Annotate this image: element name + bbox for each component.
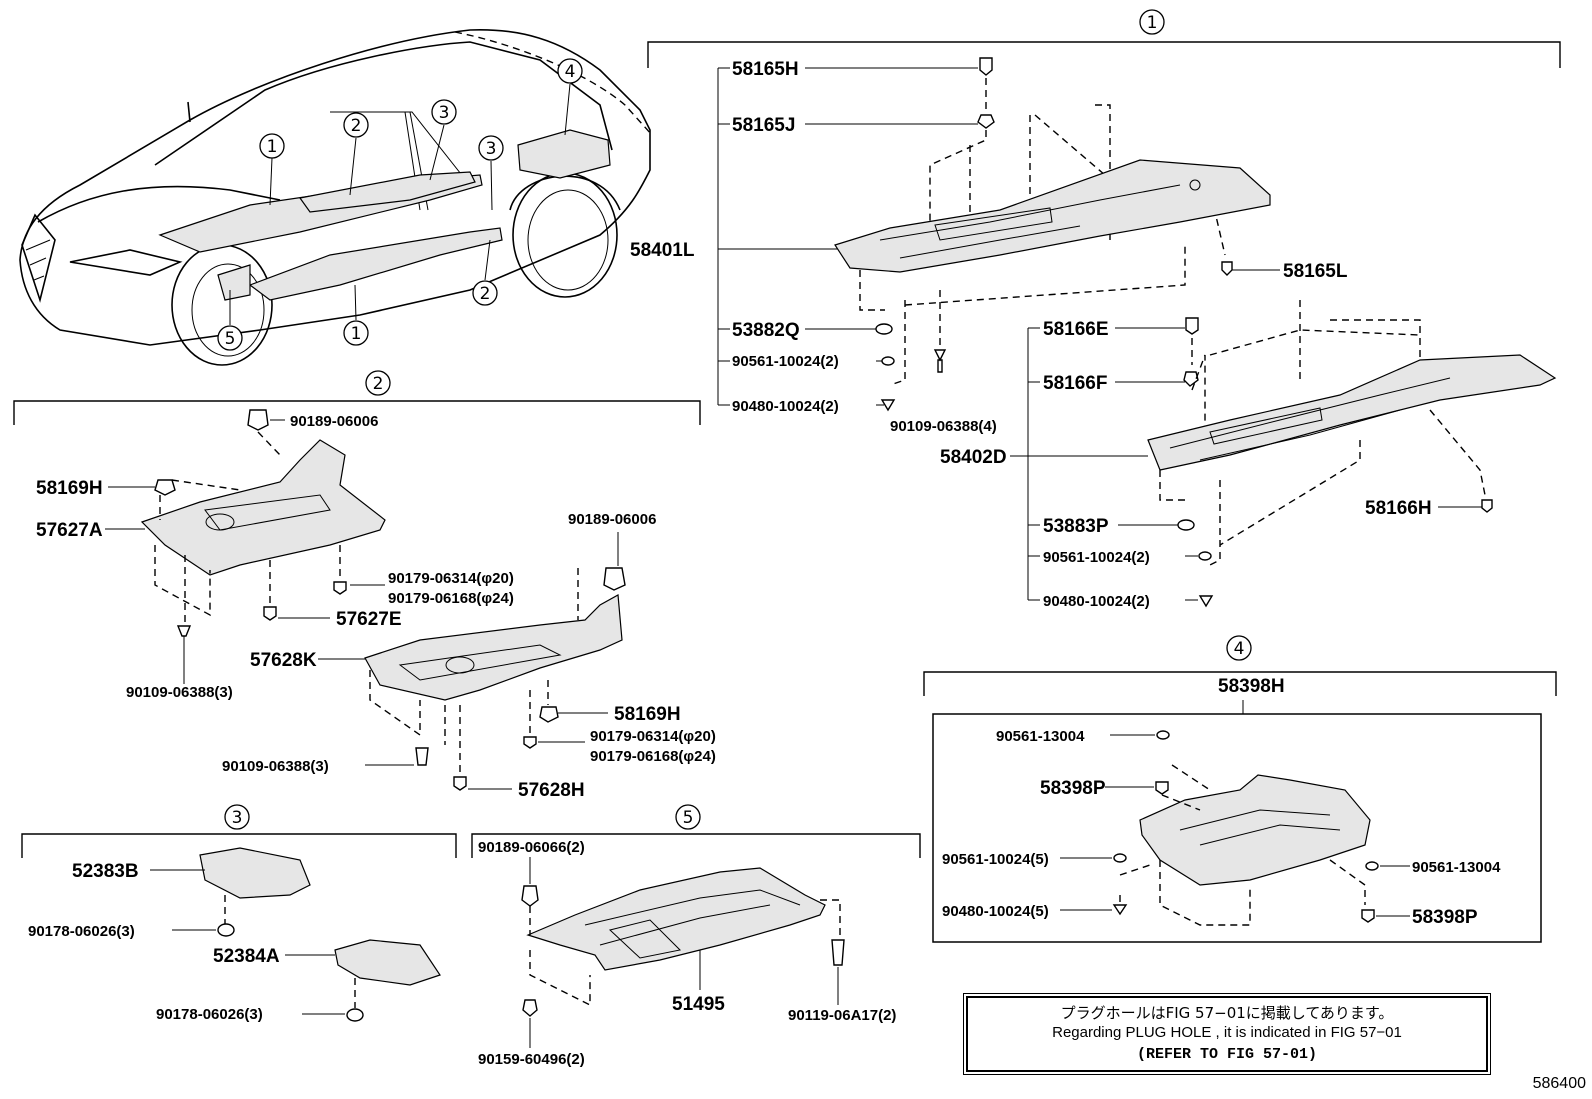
car-callout-1: 1 xyxy=(267,137,278,157)
group-1-marker: 1 xyxy=(1147,13,1158,33)
part-58166E: 58166E xyxy=(1043,319,1109,340)
part-90109-06388-b: 90109-06388(3) xyxy=(126,684,233,701)
group-1-labels: 58165H 58165J 58401L 53882Q 90561-10024(… xyxy=(630,59,1432,610)
part-90480-a: 90480-10024(2) xyxy=(732,398,839,415)
part-90561-10024-c: 90561-10024(5) xyxy=(942,851,1049,868)
group-4: 4 58398H 90561-13004 58398P 90561-10024(… xyxy=(923,635,1557,943)
part-58165J: 58165J xyxy=(732,115,795,136)
part-58169H-b: 58169H xyxy=(614,704,681,725)
figure-code: 586400 xyxy=(1532,1075,1586,1092)
group-2-marker: 2 xyxy=(373,374,384,394)
car-callout-5: 5 xyxy=(225,329,236,349)
car-illustration: 1 2 3 3 4 5 1 2 xyxy=(19,28,653,366)
part-58166H: 58166H xyxy=(1365,498,1432,519)
car-callout-1b: 1 xyxy=(351,324,362,344)
part-90179-06168-b: 90179-06168(φ24) xyxy=(590,748,716,765)
part-52384A: 52384A xyxy=(213,946,280,967)
part-90109-a: 90109-06388(4) xyxy=(890,418,997,435)
part-90480-10024-c: 90480-10024(5) xyxy=(942,903,1049,920)
part-52383B: 52383B xyxy=(72,861,139,882)
note-line-english: Regarding PLUG HOLE , it is indicated in… xyxy=(1052,1024,1402,1041)
part-90561-13004-b: 90561-13004 xyxy=(1412,859,1501,876)
part-58402D: 58402D xyxy=(940,447,1007,468)
group-3: 3 52383B 90178-06026(3) 52384A 90178-060… xyxy=(21,804,457,1023)
part-90119-06A17: 90119-06A17(2) xyxy=(788,1007,896,1024)
group-3-marker: 3 xyxy=(232,808,243,828)
group-2: 2 xyxy=(13,370,716,801)
part-90178-06026-b: 90178-06026(3) xyxy=(156,1006,263,1023)
part-90189-06066: 90189-06066(2) xyxy=(478,839,585,856)
car-callout-2: 2 xyxy=(351,116,362,136)
part-90561-b: 90561-10024(2) xyxy=(1043,549,1150,566)
group-1: 1 xyxy=(647,9,1561,412)
part-90178-06026-a: 90178-06026(3) xyxy=(28,923,135,940)
car-callout-3: 3 xyxy=(439,103,450,123)
group-1-lower xyxy=(1010,300,1557,608)
car-callout-3b: 3 xyxy=(486,139,497,159)
part-51495: 51495 xyxy=(672,994,725,1015)
part-58169H-a: 58169H xyxy=(36,478,103,499)
part-90179-06314-a: 90179-06314(φ20) xyxy=(388,570,514,587)
part-58166F: 58166F xyxy=(1043,373,1107,394)
group-4-marker: 4 xyxy=(1234,639,1245,659)
part-90189-06006-a: 90189-06006 xyxy=(290,413,378,430)
part-90561-13004-a: 90561-13004 xyxy=(996,728,1085,745)
plug-hole-note: プラグホールはFIG 57−01に掲載してあります。 Regarding PLU… xyxy=(966,996,1488,1072)
note-line-japanese: プラグホールはFIG 57−01に掲載してあります。 xyxy=(1060,1004,1394,1022)
part-58165H: 58165H xyxy=(732,59,799,80)
part-58401L: 58401L xyxy=(630,240,695,261)
car-callout-2b: 2 xyxy=(480,284,491,304)
part-57628K: 57628K xyxy=(250,650,317,671)
group-5-marker: 5 xyxy=(683,808,694,828)
car-callout-4: 4 xyxy=(565,62,576,82)
part-57627E: 57627E xyxy=(336,609,402,630)
part-58398H: 58398H xyxy=(1218,676,1285,697)
part-90109-06388-c: 90109-06388(3) xyxy=(222,758,329,775)
note-line-refer: (REFER TO FIG 57-01) xyxy=(1136,1046,1318,1063)
part-90159-60496: 90159-60496(2) xyxy=(478,1051,585,1068)
part-57627A: 57627A xyxy=(36,520,103,541)
part-53882Q: 53882Q xyxy=(732,320,800,341)
part-90179-06168-a: 90179-06168(φ24) xyxy=(388,590,514,607)
part-90189-06006-b: 90189-06006 xyxy=(568,511,656,528)
part-90561-a: 90561-10024(2) xyxy=(732,353,839,370)
part-53883P: 53883P xyxy=(1043,516,1109,537)
part-90480-b: 90480-10024(2) xyxy=(1043,593,1150,610)
part-57628H: 57628H xyxy=(518,780,585,801)
part-58165L: 58165L xyxy=(1283,261,1348,282)
part-90179-06314-b: 90179-06314(φ20) xyxy=(590,728,716,745)
group-5: 5 90189-06066(2) 51495 90119-06A17(2) 90… xyxy=(471,804,921,1068)
part-58398P-b: 58398P xyxy=(1412,907,1478,928)
part-58398P-a: 58398P xyxy=(1040,778,1106,799)
